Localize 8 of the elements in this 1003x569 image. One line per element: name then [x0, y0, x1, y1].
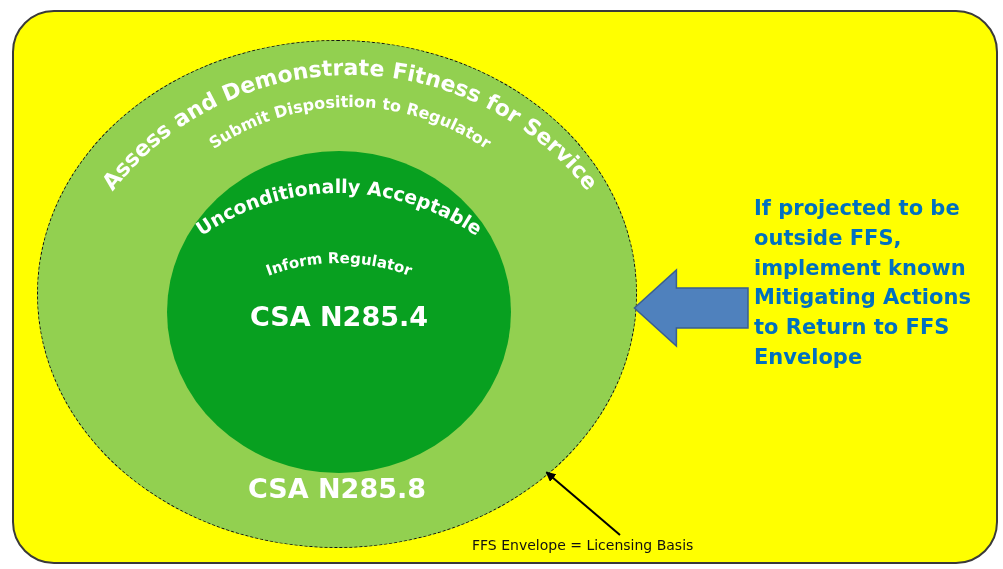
curved-heading: Inform Regulator [263, 248, 415, 280]
leader-arrow [545, 471, 621, 536]
mitigation-note: If projected to be outside FFS, implement known Mitigating Actions to Return to FFS Envelope [754, 194, 1002, 373]
block-arrow [633, 268, 749, 348]
background-panel [12, 10, 998, 564]
standard-label: CSA N285.8 [247, 473, 427, 504]
standard-label: CSA N285.4 [249, 301, 429, 332]
envelope-note: FFS Envelope = Licensing Basis [472, 537, 694, 553]
